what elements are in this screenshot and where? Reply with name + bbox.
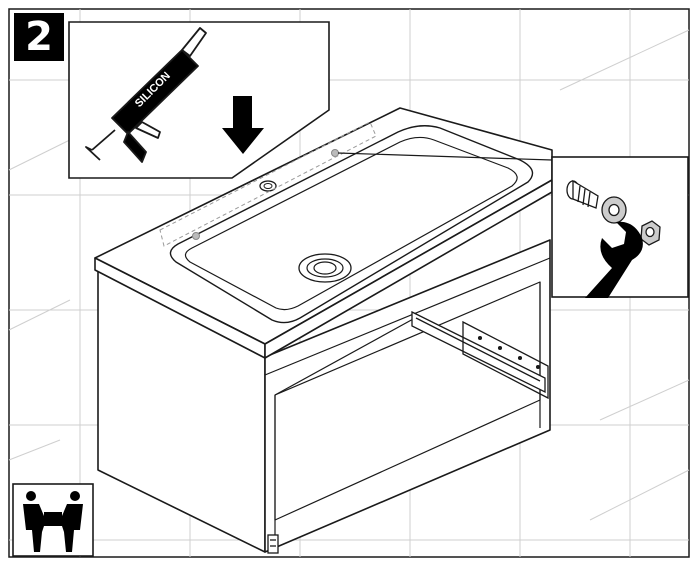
- washbasin-top: [94, 107, 553, 359]
- hardware-inset: [551, 156, 689, 298]
- two-person-lift-icon: [23, 491, 83, 552]
- step-number-badge: 2: [14, 13, 64, 61]
- caulk-gun-inset: SILICON: [68, 21, 330, 179]
- bolt-washer-nut-icon: [566, 179, 661, 246]
- silicone-caulk-gun-icon: [85, 27, 207, 163]
- drawer-runner: [267, 310, 549, 554]
- callout-leader: [337, 152, 553, 161]
- fixing-point-left: [192, 232, 200, 240]
- silicone-application-outline: [159, 121, 377, 247]
- team-lift-panel: [12, 483, 94, 557]
- vanity-cabinet: [97, 239, 551, 553]
- basin-bowl-inner: [184, 136, 518, 311]
- down-arrow-icon: [222, 96, 264, 154]
- wrench-icon: [585, 221, 643, 298]
